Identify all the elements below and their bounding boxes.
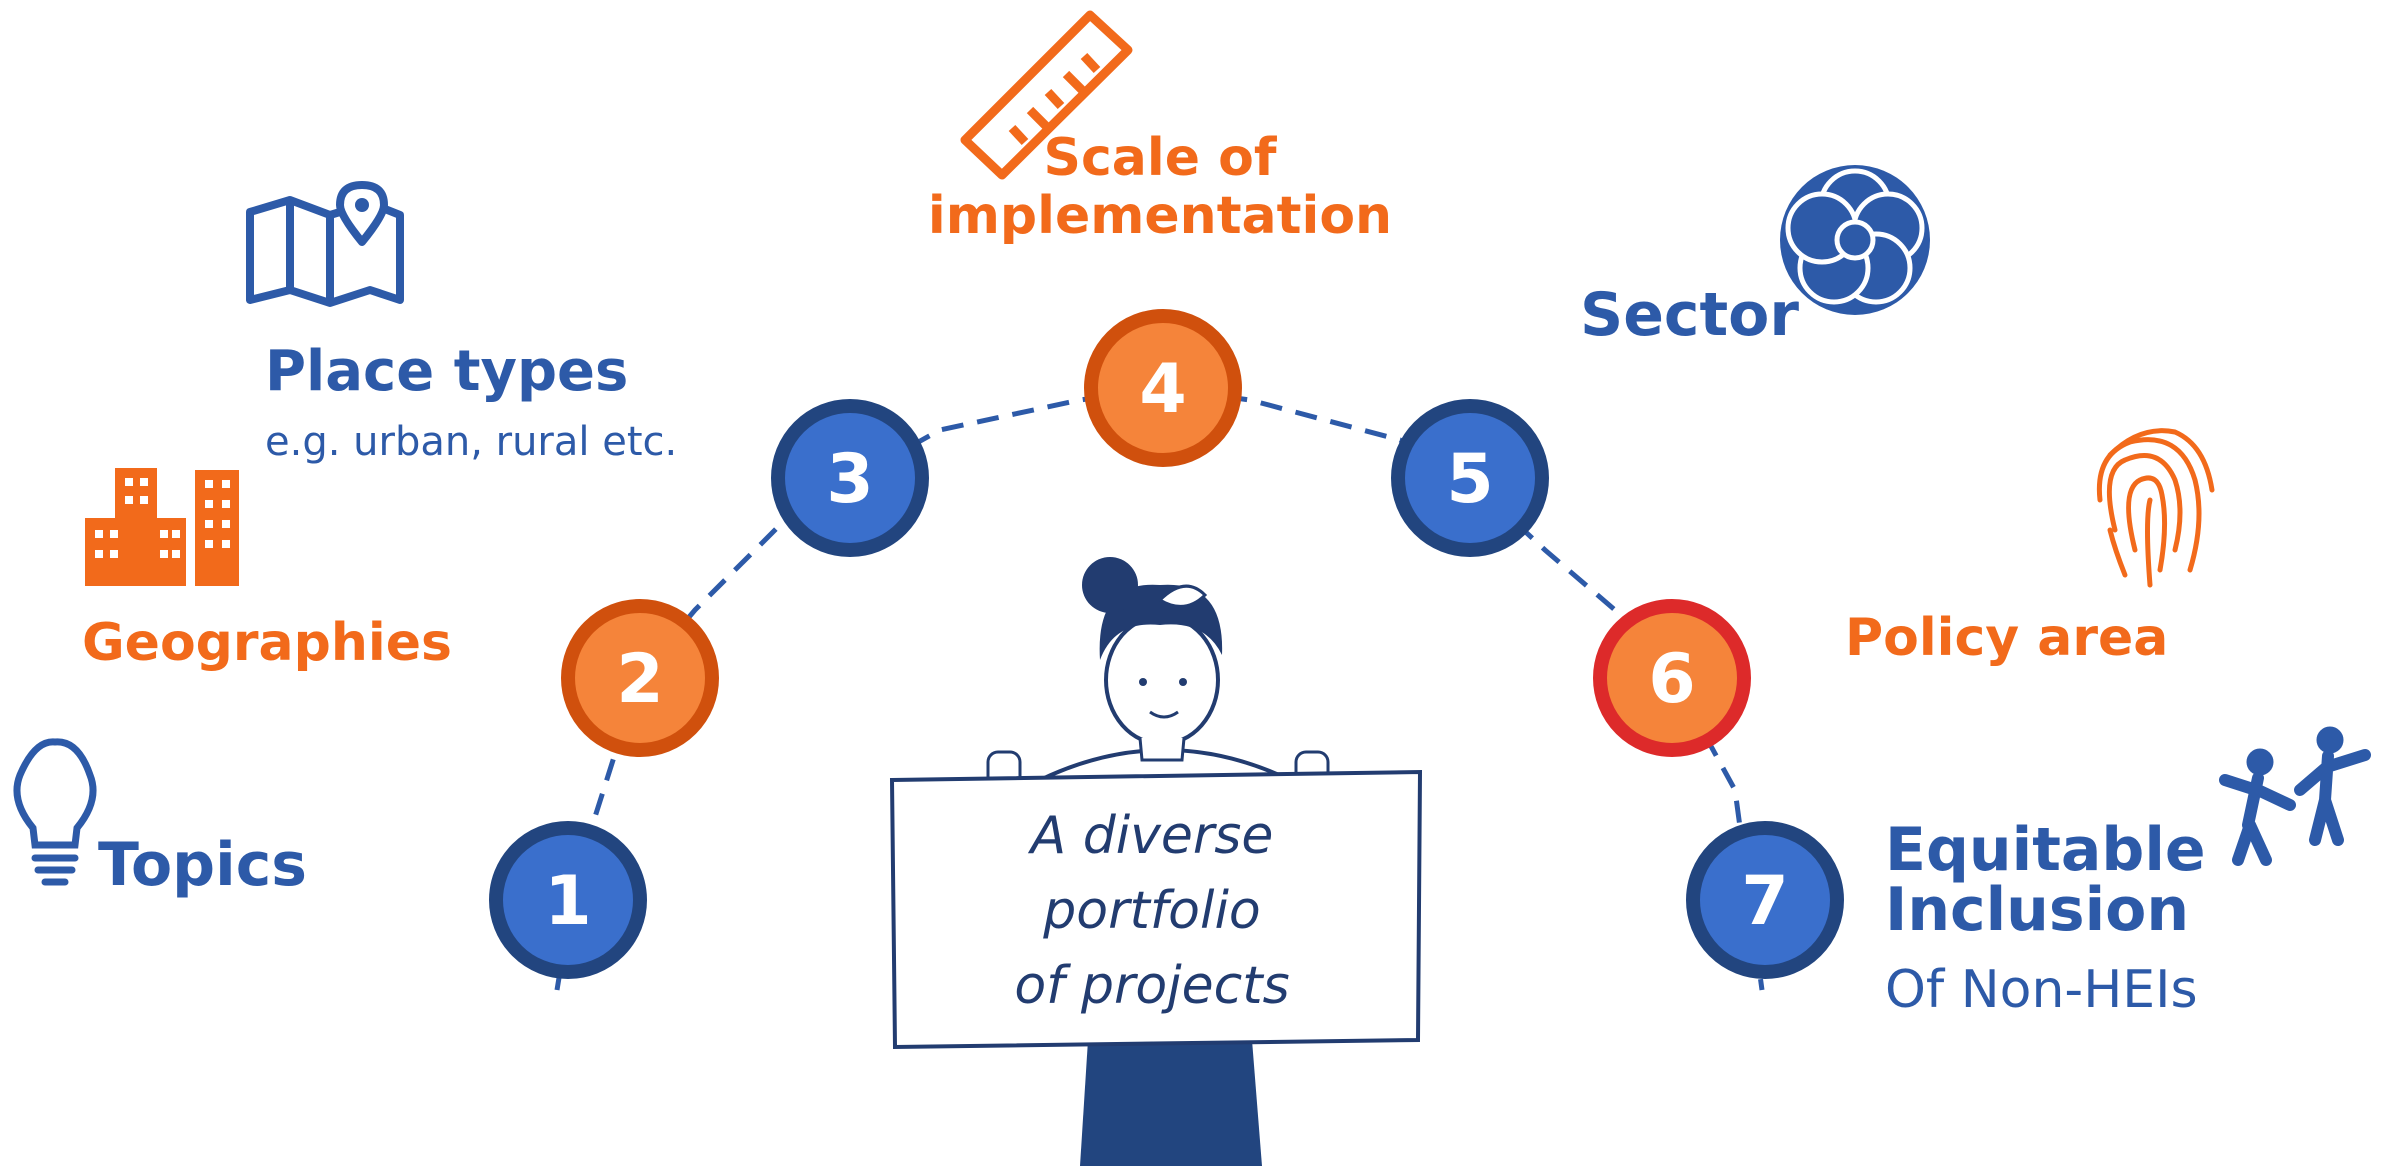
node-6: 6 [1593,599,1751,757]
flower-icon [1780,165,1930,315]
sign-line-3: of projects [1014,956,1289,1016]
node-number: 4 [1139,350,1186,429]
ruler-icon [960,10,1133,180]
node-7: 7 [1686,821,1844,979]
node-circle [1084,309,1242,467]
sign-line-2: portfolio [1042,881,1260,941]
fingerprint-icon [2096,428,2215,588]
equitable-subtitle: Of Non-HEIs [1885,960,2198,1020]
node-number: 1 [544,862,591,941]
node-circle [1391,399,1549,557]
node-circle [561,599,719,757]
node-number: 6 [1648,640,1695,719]
node-number: 3 [826,440,873,519]
buildings-icon [85,468,239,586]
place-types-label: Place types [265,339,628,404]
node-1: 1 [489,821,647,979]
geographies-label: Geographies [82,613,452,673]
equitable-label-line-2: Inclusion [1885,875,2189,945]
node-circle [771,399,929,557]
sign-line-1: A diverse [1028,806,1274,866]
equitable-label-line-1: Equitable [1885,815,2206,885]
place-types-subtitle: e.g. urban, rural etc. [265,419,677,465]
scale-label-line-1: Scale of [1044,128,1278,188]
person-illustration [986,557,1330,1166]
node-2: 2 [561,599,719,757]
sector-label: Sector [1580,280,1799,350]
node-5: 5 [1391,399,1549,557]
map-pin-icon [246,181,404,307]
policy-area-label: Policy area [1845,608,2168,668]
node-number: 5 [1446,440,1493,519]
sign-board: A diverse portfolio of projects [889,769,1423,1050]
node-3: 3 [771,399,929,557]
node-circle [1686,821,1844,979]
node-4: 4 [1084,309,1242,467]
node-group: 1 2 3 4 5 6 7 [489,309,1844,979]
node-circle [1593,599,1751,757]
node-circle [489,821,647,979]
scale-label-line-2: implementation [928,186,1392,246]
topics-label: Topics [98,830,307,900]
node-number: 2 [616,640,663,719]
node-number: 7 [1741,862,1788,941]
people-icon [2219,726,2371,866]
lightbulb-icon [13,738,97,886]
